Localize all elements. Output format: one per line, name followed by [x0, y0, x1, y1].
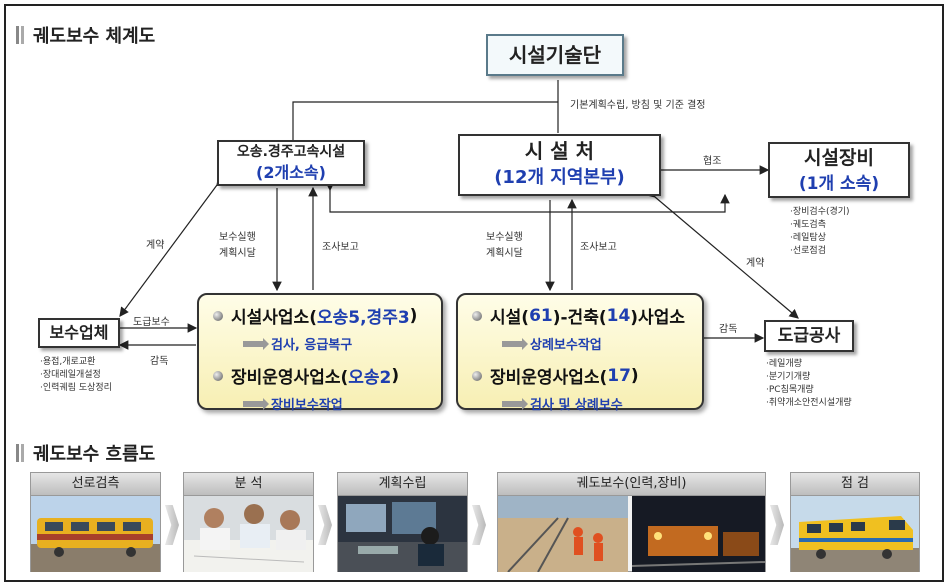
contractor-node: 보수업체 — [38, 318, 120, 348]
equipment-bullets: ·장비검수(경기) ·궤도검측 ·레일탐상 ·선로점검 — [790, 207, 850, 256]
flow-step-maintenance: 궤도보수(인력,장비) — [497, 472, 766, 573]
left-item1: 시설사업소(오송5,경주3) — [213, 303, 441, 328]
contract-left-arrow — [119, 175, 226, 317]
contract-left-label: 계약 — [146, 240, 165, 251]
flow-step-planning: 계획수립 — [337, 472, 468, 572]
bullet-icon — [472, 370, 482, 381]
mid-survey-label: 조사보고 — [580, 242, 617, 253]
mid-plan-label: 보수실행 계획시달 — [486, 232, 523, 259]
right-item1: 시설(61)-건축(14)사업소 — [472, 303, 702, 328]
flow-step-check: 점 검 — [790, 472, 920, 572]
left-item1-sub: 검사, 응급복구 — [213, 334, 441, 353]
supervise-left-label: 감독 — [150, 356, 169, 367]
top-node-siseol-gisuldan: 시설기술단 — [486, 34, 624, 76]
dogeup-node: 도급공사 — [764, 320, 854, 352]
right-item2: 장비운영사업소(17) — [472, 363, 702, 388]
right-item2-sub: 검사 및 상례보수 — [472, 394, 702, 413]
supervise-right-label: 감독 — [719, 324, 738, 335]
dogeup-bosu-label: 도급보수 — [133, 317, 170, 328]
track-inspection-car-photo — [31, 496, 160, 572]
siseolcheo-name: 시 설 처 — [524, 139, 595, 163]
osong-count: (2개소속) — [256, 163, 326, 182]
flow-chevron-icon — [770, 505, 784, 545]
flow-step-survey: 선로검측 — [30, 472, 161, 572]
flow-section-title: 궤도보수 흐름도 — [16, 440, 155, 466]
title-bar-icon — [16, 26, 19, 44]
bullet-icon — [213, 310, 223, 321]
contract-right-label: 계약 — [746, 258, 765, 269]
osong-plan-label: 보수실행 계획시달 — [219, 232, 256, 259]
bullet-icon — [213, 370, 223, 381]
contract-right-arrow — [645, 187, 799, 319]
osong-node: 오송.경주고속시설 (2개소속) — [217, 140, 365, 186]
flow-chevron-icon — [472, 505, 486, 545]
top-to-osong-line — [292, 101, 558, 143]
osong-name: 오송.경주고속시설 — [236, 144, 346, 160]
flow-chevron-icon — [318, 505, 332, 545]
left-center-box: 시설사업소(오송5,경주3) 검사, 응급복구 장비운영사업소(오송2) 장비보… — [197, 293, 443, 413]
bullet-icon — [472, 310, 482, 321]
equipment-count: (1개 소속) — [798, 174, 880, 194]
sub-arrow-icon — [502, 337, 528, 350]
flow-step-analysis: 분 석 — [183, 472, 314, 572]
right-item1-sub: 상례보수작업 — [472, 334, 702, 353]
left-item2-sub: 장비보수작업 — [213, 394, 441, 413]
title-bar-icon — [16, 444, 19, 462]
osong-survey-label: 조사보고 — [322, 242, 359, 253]
cooperation-label: 협조 — [703, 156, 722, 167]
sub-arrow-icon — [502, 397, 528, 410]
left-item2: 장비운영사업소(오송2) — [213, 363, 441, 388]
siseolcheo-node: 시 설 처 (12개 지역본부) — [458, 134, 661, 196]
contractor-bullets: ·용접,개로교환 ·장대레일개설정 ·인력궤림 도상정리 — [40, 357, 112, 393]
office-worker-at-computer-photo — [338, 496, 467, 572]
yellow-inspection-locomotive-photo — [791, 496, 919, 572]
right-center-box: 시설(61)-건축(14)사업소 상례보수작업 장비운영사업소(17) 검사 및… — [456, 293, 704, 413]
flow-chevron-icon — [165, 505, 179, 545]
system-section-title: 궤도보수 체계도 — [16, 22, 155, 48]
policy-label: 기본계획수립, 방침 및 기준 결정 — [570, 100, 706, 111]
dogeup-bullets: ·레일개량 ·분기기개량 ·PC침목개량 ·취약개소안전시설개량 — [766, 359, 852, 408]
engineers-reviewing-plans-photo — [184, 496, 313, 572]
siseolcheo-count: (12개 지역본부) — [494, 167, 625, 188]
track-maintenance-crew-photo — [498, 496, 766, 573]
equipment-node: 시설장비 (1개 소속) — [768, 142, 910, 198]
sub-arrow-icon — [243, 397, 269, 410]
sub-arrow-icon — [243, 337, 269, 350]
equipment-name: 시설장비 — [804, 147, 874, 169]
